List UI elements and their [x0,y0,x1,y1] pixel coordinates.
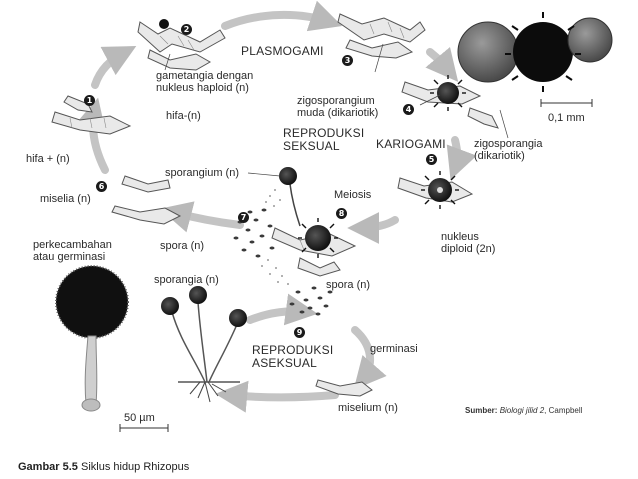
label-miselium: miselium (n) [338,402,398,414]
zygosporangium-young [430,75,466,111]
label-nukleus-diploid: nukleus diploid (2n) [441,231,496,255]
zygosporangium-large [457,12,613,92]
spores-scatter [233,208,333,316]
step-5-badge: 5 [426,154,437,165]
step-3-badge: 3 [342,55,353,66]
spore-trail [261,189,289,285]
gamete-dot [159,19,169,29]
figure-caption: Gambar 5.5 Siklus hidup Rhizopus [18,461,190,473]
sporangia-asexual [161,286,247,403]
step-7-badge: 7 [238,212,249,223]
label-perkecambahan: perkecambahan atau germinasi [33,239,112,263]
zygosporangium-diploid [421,171,459,209]
label-miselia: miselia (n) [40,193,91,205]
step-6-badge: 6 [96,181,107,192]
label-plasmogami: PLASMOGAMI [241,44,324,58]
label-meiosis: Meiosis [334,189,372,201]
leader-lines [164,43,509,297]
label-germinasi: germinasi [370,343,418,355]
label-reproduksi-aseksual: REPRODUKSI ASEKSUAL [252,343,334,370]
label-hifa-plus: hifa + (n) [26,153,70,165]
step-2-badge: 2 [181,24,192,35]
label-zigosporangia-dikariotik: zigosporangia (dikariotik) [474,138,543,162]
label-spora-right: spora (n) [326,279,371,291]
label-hifa-n: hifa-(n) [166,110,201,122]
label-spora-left: spora (n) [160,240,205,252]
label-kariogami: KARIOGAMI [376,137,446,151]
zygospore-meiosis [298,218,338,258]
step-9-badge: 9 [294,327,305,338]
sporangium-sexual [279,167,301,227]
step-8-badge: 8 [336,208,347,219]
label-scale-bottom: 50 µm [124,412,155,424]
scale-bars [119,99,593,432]
hyphae [51,13,499,397]
label-sporangia: sporangia (n) [154,274,219,286]
germination-photo [55,265,129,412]
label-gametangia: gametangia dengan nukleus haploid (n) [156,70,254,94]
cycle-arrows [74,0,477,413]
step-1-badge: 1 [84,95,95,106]
label-scale-top: 0,1 mm [548,112,585,124]
label-sporangium: sporangium (n) [165,167,239,179]
step-4-badge: 4 [403,104,414,115]
label-reproduksi-seksual: REPRODUKSI SEKSUAL [283,126,365,153]
label-zigosporangium-muda: zigosporangium muda (dikariotik) [297,95,379,119]
source-credit: Sumber: Biologi jilid 2, Campbell [465,406,583,415]
